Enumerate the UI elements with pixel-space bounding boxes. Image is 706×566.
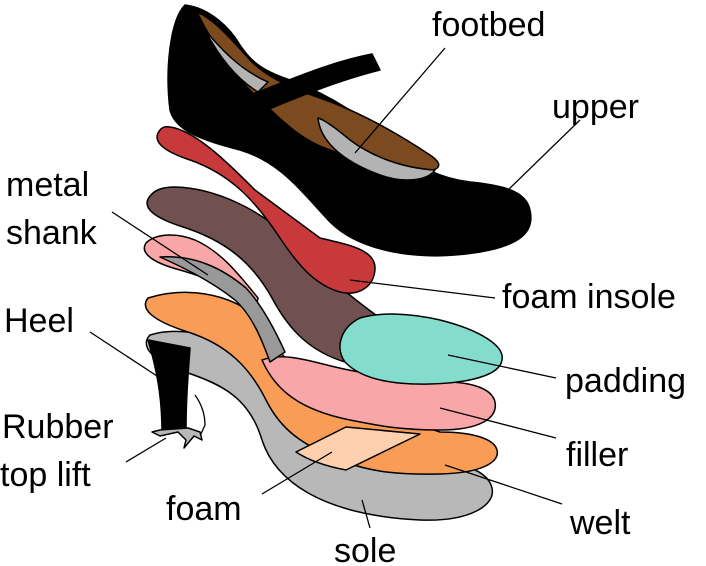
foam-leader — [261, 451, 333, 495]
heel-leader — [89, 331, 161, 379]
filler-label: filler — [566, 436, 628, 474]
upper-label: upper — [552, 88, 639, 126]
padding-label: padding — [565, 362, 686, 400]
padding-layer — [339, 313, 503, 385]
metal-shank-label-line1: metal — [6, 166, 89, 204]
metal-shank-label-line2: shank — [6, 214, 98, 252]
foam-label: foam — [166, 490, 242, 528]
lining-side — [317, 117, 436, 181]
foam-insole-layer — [156, 125, 376, 294]
footbed-label: footbed — [432, 6, 545, 44]
sole-label: sole — [334, 532, 396, 566]
lining-front — [204, 29, 269, 93]
filler-layer — [261, 356, 496, 431]
filler-leader — [439, 407, 557, 439]
rubber-top-lift-label-line1: Rubber — [2, 408, 114, 446]
heel-back-outline — [194, 394, 206, 437]
welt-label: welt — [569, 504, 631, 542]
upper-leader — [507, 119, 581, 191]
rubber-top-lift-leader — [125, 437, 167, 463]
foam-insole-label: foam insole — [502, 278, 676, 316]
rubber-top-lift-piece — [151, 427, 203, 449]
shoe-strap — [249, 53, 381, 113]
welt-leader — [444, 464, 563, 505]
heel-block — [147, 339, 191, 434]
sole-leader — [361, 499, 371, 529]
rubber-top-lift-label-line2: top lift — [0, 456, 91, 494]
padding-leader — [447, 354, 557, 379]
foam-insole-leader — [349, 279, 496, 299]
foam-strip — [295, 426, 421, 471]
metal-shank-plate — [159, 256, 286, 363]
footbed-leader — [354, 47, 446, 154]
metal-shank-leader — [111, 211, 209, 276]
heel-label: Heel — [4, 302, 74, 340]
